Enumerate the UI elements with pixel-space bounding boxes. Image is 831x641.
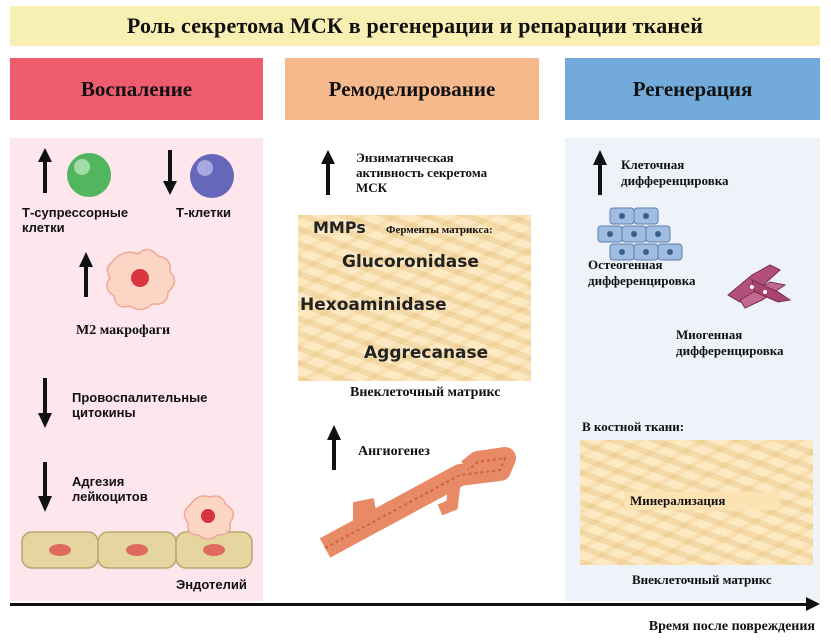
- ecm-regeneration-label: Внеклеточный матрикс: [632, 572, 772, 587]
- arrow-down-icon: [38, 462, 52, 512]
- bone-tissue-label: В костной ткани:: [582, 419, 685, 434]
- adhesion-label: Адгезия лейкоцитов: [72, 474, 148, 504]
- arrow-down-icon: [163, 150, 177, 195]
- osteogenic-label: Остеогенная дифференцировка: [588, 257, 696, 288]
- leukocyte-icon: [183, 495, 234, 540]
- mmps-label: MMPs: [313, 218, 366, 237]
- enzymatic-label: Энзиматическая активность секретома МСК: [356, 150, 488, 195]
- arrow-up-icon: [38, 148, 52, 193]
- matrix-enzymes-label: Ферменты матрикса:: [386, 224, 493, 236]
- enzyme-hexoaminidase: Hexoaminidase: [300, 295, 447, 315]
- arrow-up-icon: [593, 150, 607, 195]
- myogenic-label: Миогенная дифференцировка: [676, 327, 784, 358]
- osteoblast-icon: [597, 207, 683, 261]
- angiogenesis-label: Ангиогенез: [358, 444, 430, 459]
- endothelium-icon: [21, 531, 253, 569]
- ecm-remodeling-label: Внеклеточный матрикс: [350, 385, 501, 400]
- matrix-enzymes-box: [298, 215, 531, 381]
- arrow-up-icon: [321, 150, 335, 195]
- enzyme-glucoronidase: Glucoronidase: [342, 252, 479, 272]
- macrophage-icon: [106, 248, 176, 311]
- endothelium-label: Эндотелий: [176, 577, 247, 592]
- column-header-regeneration: Регенерация: [565, 58, 820, 120]
- arrow-up-icon: [327, 425, 341, 470]
- vessel-icon: [319, 447, 516, 558]
- arrow-up-icon: [79, 252, 93, 297]
- column-header-remodeling: Ремоделирование: [285, 58, 539, 120]
- t-cells-label: Т-клетки: [176, 205, 231, 220]
- myocyte-icon: [727, 264, 792, 309]
- cytokines-label: Провоспалительные цитокины: [72, 390, 208, 420]
- enzyme-aggrecanase: Aggrecanase: [364, 343, 489, 363]
- timeline-axis: [10, 603, 810, 606]
- m2-macrophage-label: М2 макрофаги: [76, 323, 171, 338]
- timeline-arrow-icon: [806, 597, 820, 611]
- cell-icon: [190, 154, 234, 198]
- mineralization-label: Минерализация: [624, 492, 780, 510]
- cell-icon: [67, 153, 111, 197]
- arrow-down-icon: [38, 378, 52, 428]
- cell-differentiation-label: Клеточная дифференцировка: [621, 157, 729, 188]
- column-header-inflammation: Воспаление: [10, 58, 263, 120]
- title-bar: Роль секретома МСК в регенерации и репар…: [10, 6, 820, 46]
- t-suppressor-label: Т-супрессорные клетки: [22, 205, 129, 235]
- page-title: Роль секретома МСК в регенерации и репар…: [126, 13, 704, 38]
- timeline-label: Время после повреждения: [648, 619, 815, 634]
